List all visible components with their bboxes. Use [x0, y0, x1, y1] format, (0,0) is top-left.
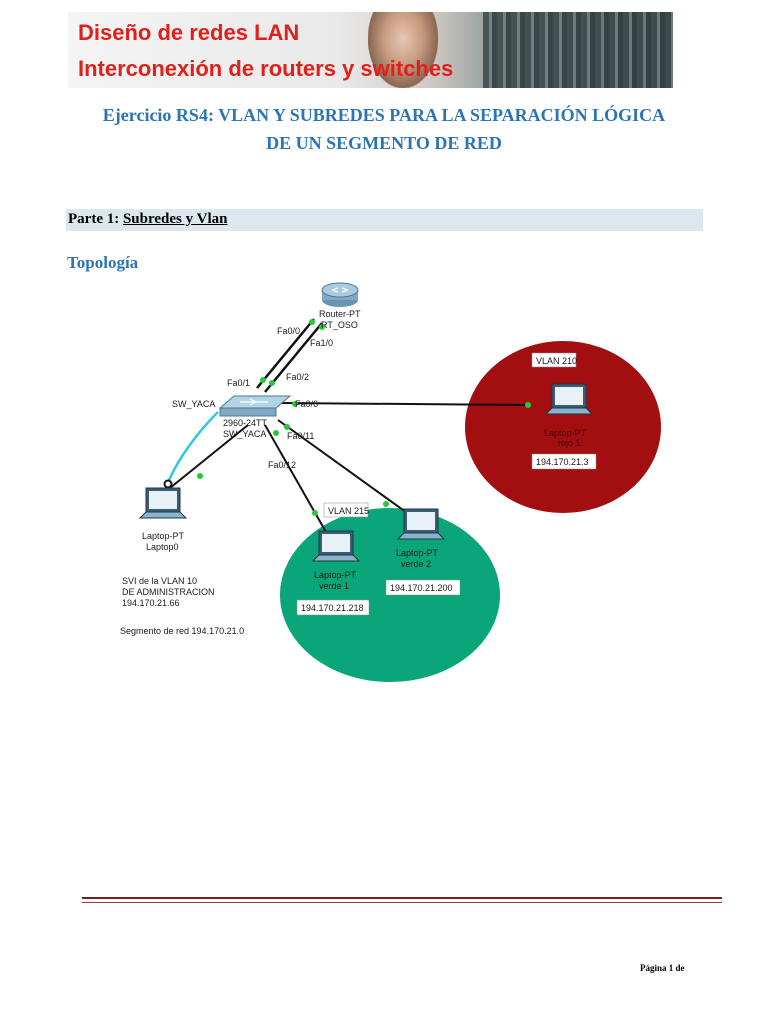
- console-end: [163, 479, 173, 489]
- switch-name-top: SW_YACA: [172, 399, 215, 409]
- ip-verde1-box: [296, 599, 370, 616]
- port-dot: [269, 380, 275, 386]
- port-label-fa0-11: Fa0/11: [287, 431, 314, 441]
- port-label-fa0-6: Fa0/6: [295, 399, 318, 409]
- laptop-icon: [311, 530, 361, 562]
- link-router-sw-b: [264, 322, 323, 393]
- page-number: Página 1 de: [640, 963, 685, 973]
- laptop0-name: Laptop0: [146, 542, 179, 552]
- header-banner: Diseño de redes LAN Interconexión de rou…: [68, 12, 673, 88]
- ip-rojo-box: [531, 453, 597, 470]
- ip-verde2-box: [385, 579, 461, 596]
- link-sw-verde2: [277, 419, 411, 516]
- link-sw-laptop0: [169, 424, 249, 489]
- port-dot: [525, 402, 531, 408]
- svi-note-line-2: DE ADMINISTRACION: [122, 587, 215, 597]
- switch-model-label: 2960-24TT: [223, 418, 268, 428]
- laptop-icon: [138, 487, 188, 519]
- port-dot: [273, 430, 279, 436]
- link-sw-verde1: [264, 424, 327, 533]
- laptop-icon: [396, 508, 446, 540]
- router-icon: [321, 282, 359, 307]
- link-sw-rojo: [279, 402, 531, 406]
- port-dot: [292, 401, 298, 407]
- laptop0-type: Laptop-PT: [142, 531, 185, 541]
- port-dot: [383, 501, 389, 507]
- port-dot: [260, 377, 266, 383]
- port-dot: [312, 510, 318, 516]
- switch-name-bottom: SW_YACA: [223, 429, 266, 439]
- router-type-label: Router-PT: [319, 309, 361, 319]
- part-heading-bar: Parte 1: Subredes y Vlan: [66, 209, 703, 231]
- svi-note-line-3: 194.170.21.66: [122, 598, 180, 608]
- banner-line-2: Interconexión de routers y switches: [78, 56, 454, 81]
- exercise-title-line-2: DE UN SEGMENTO DE RED: [266, 133, 502, 153]
- port-dot: [309, 319, 315, 325]
- router-name-label: RT_OSO: [321, 320, 358, 330]
- banner-photo-person: [368, 12, 438, 88]
- vlan-red-zone: [465, 341, 661, 513]
- part-name: Subredes y Vlan: [122, 211, 228, 227]
- laptop-rojo-type: Laptop-PT: [544, 428, 587, 438]
- port-dot: [197, 473, 203, 479]
- segment-note: Segmento de red 194.170.21.0: [120, 626, 244, 636]
- laptop-verde1-type: Laptop-PT: [314, 570, 357, 580]
- port-dot: [319, 324, 325, 330]
- banner-photo-rack: [483, 12, 673, 88]
- footer-rule: [82, 897, 722, 899]
- vlan-red-label-box: [531, 352, 577, 368]
- link-router-sw-a: [256, 318, 315, 389]
- ip-verde2: 194.170.21.200: [390, 583, 453, 593]
- port-label-fa0-2: Fa0/2: [286, 372, 309, 382]
- port-label-fa0-0: Fa0/0: [277, 326, 300, 336]
- vlan-red-label: VLAN 210: [536, 356, 577, 366]
- switch-icon: [218, 395, 292, 417]
- laptop-verde2-name: verde 2: [401, 559, 431, 569]
- laptop-verde1-name: verde 1: [319, 581, 349, 591]
- svi-note-line-1: SVI de la VLAN 10: [122, 576, 197, 586]
- laptop-rojo-name: rojo 1: [558, 438, 581, 448]
- vlan-green-label: VLAN 215: [328, 506, 369, 516]
- laptop-verde2-type: Laptop-PT: [396, 548, 439, 558]
- ip-verde1: 194.170.21.218: [301, 603, 364, 613]
- part-heading: Parte 1: Subredes y Vlan: [68, 211, 227, 228]
- ip-rojo: 194.170.21.3: [536, 457, 589, 467]
- port-label-fa0-1: Fa0/1: [227, 378, 250, 388]
- topology-heading: Topología: [67, 253, 139, 272]
- exercise-title-line-1: Ejercicio RS4: VLAN Y SUBREDES PARA LA S…: [102, 105, 666, 125]
- port-label-fa0-12: Fa0/12: [268, 460, 296, 470]
- port-label-fa1-0: Fa1/0: [310, 338, 333, 348]
- vlan-green-label-box: [323, 502, 369, 518]
- footer-rule-thin: [82, 902, 722, 903]
- port-dot: [284, 424, 290, 430]
- topology-diagram: Router-PT RT_OSO SW_YACA 2960-24TT SW_YA…: [120, 282, 661, 682]
- part-prefix: Parte 1:: [68, 211, 123, 227]
- link-console-cable: [166, 411, 219, 483]
- laptop-icon: [544, 383, 594, 415]
- banner-line-1: Diseño de redes LAN: [78, 20, 300, 45]
